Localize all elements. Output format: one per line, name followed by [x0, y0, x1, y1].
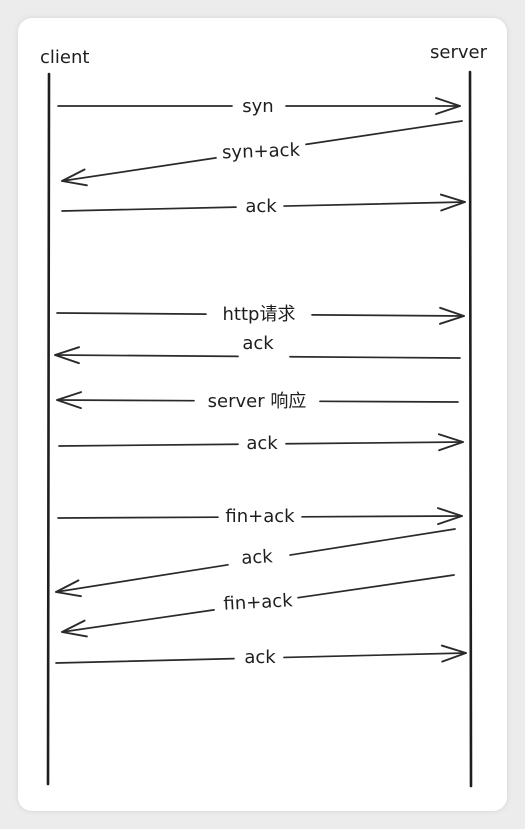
message-line-4-segment-2: [311, 314, 465, 317]
message-arrowhead-9: [55, 579, 82, 598]
message-line-3-segment-1: [61, 206, 237, 212]
message-line-10-segment-2: [297, 574, 455, 599]
message-line-6-segment-2: [319, 400, 459, 403]
message-line-3-segment-2: [283, 201, 466, 207]
message-label-syn-ack: syn+ack: [222, 140, 301, 164]
message-line-4-segment-1: [56, 312, 207, 315]
message-arrowhead-11: [440, 644, 467, 663]
message-line-2-segment-2: [305, 120, 463, 146]
message-label-ack-5: ack: [244, 647, 276, 668]
diagram-card: [18, 18, 507, 811]
message-line-11-segment-1: [55, 657, 235, 664]
message-label-ack-3: ack: [246, 433, 278, 454]
server-lifeline: [468, 70, 473, 788]
message-line-9-segment-2: [289, 528, 456, 556]
message-label-syn: syn: [242, 96, 273, 117]
message-label-ack-4: ack: [241, 546, 274, 569]
message-label-ack-2: ack: [242, 333, 274, 354]
message-line-5-segment-1: [54, 354, 239, 358]
message-label-fin-ack-2: fin+ack: [223, 590, 294, 615]
message-arrowhead-2: [61, 168, 88, 187]
message-line-5-segment-2: [289, 355, 461, 359]
message-arrowhead-4: [438, 306, 465, 325]
message-arrowhead-5: [54, 346, 81, 365]
message-line-10-segment-1: [61, 609, 215, 633]
message-arrowhead-8: [437, 507, 463, 526]
message-arrowhead-7: [437, 433, 464, 452]
client-lifeline: [46, 72, 51, 786]
message-line-7-segment-2: [285, 441, 464, 445]
message-arrowhead-1: [435, 97, 461, 115]
message-label-server-response: server 响应: [208, 391, 307, 412]
message-label-http-request: http请求: [223, 304, 296, 325]
message-arrowhead-6: [56, 391, 82, 410]
message-line-7-segment-1: [58, 443, 239, 447]
client-label: client: [40, 47, 89, 68]
messages-group: [54, 97, 467, 664]
message-label-ack-1: ack: [245, 196, 277, 217]
message-line-6-segment-1: [56, 399, 195, 402]
message-line-9-segment-1: [55, 563, 229, 593]
message-line-11-segment-2: [283, 652, 467, 659]
message-arrowhead-3: [439, 193, 466, 212]
server-label: server: [430, 42, 488, 63]
message-line-2-segment-1: [61, 157, 217, 182]
message-arrowhead-10: [61, 619, 88, 638]
message-line-8-segment-1: [57, 516, 219, 519]
message-label-fin-ack-1: fin+ack: [225, 506, 295, 527]
message-line-8-segment-2: [301, 515, 463, 518]
